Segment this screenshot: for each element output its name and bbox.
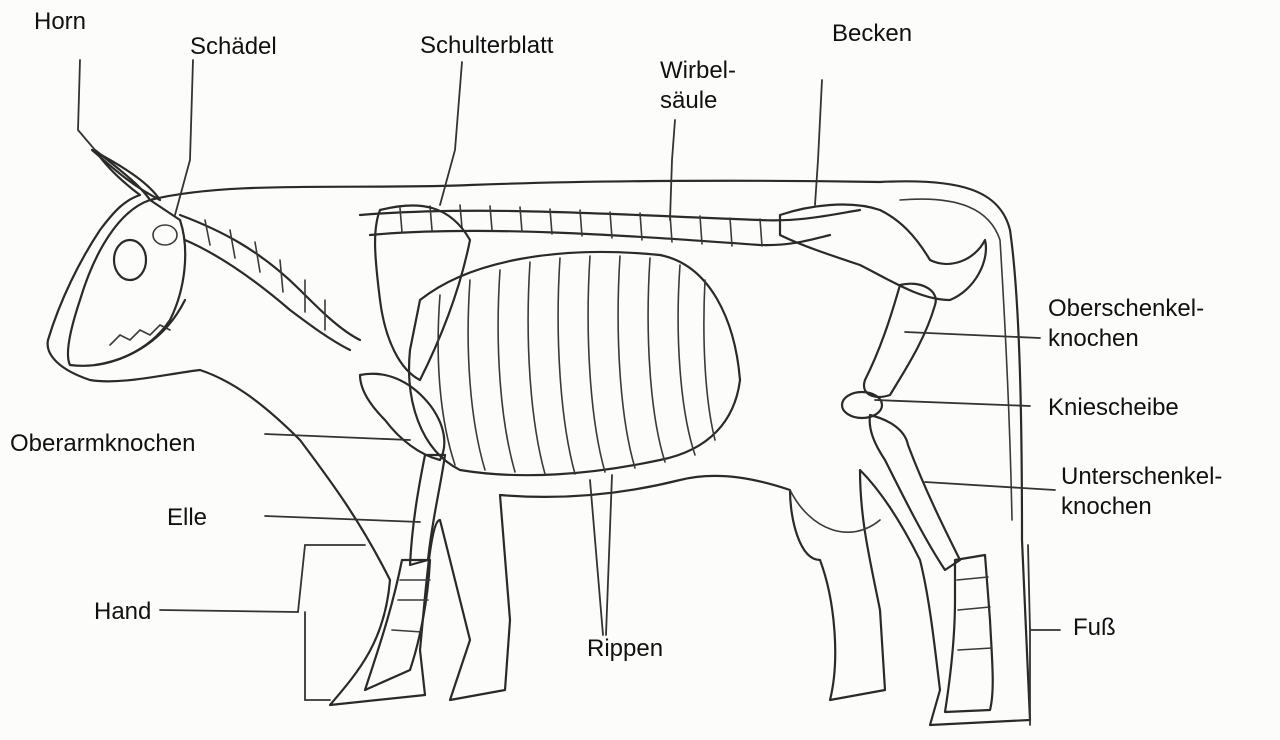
leader-lines (78, 60, 1060, 725)
label-horn: Horn (34, 8, 86, 36)
femur (864, 284, 936, 397)
label-wirbelsaeule: Wirbel- säule (660, 56, 736, 116)
label-fuss: Fuß (1073, 614, 1116, 642)
label-schulterblatt: Schulterblatt (420, 32, 553, 60)
label-unterschenkelknochen: Unterschenkel- knochen (1061, 462, 1222, 522)
ulna (410, 455, 445, 565)
skull-hole (153, 225, 177, 245)
label-elle: Elle (167, 504, 207, 532)
neck-vertebrae (180, 215, 360, 350)
label-becken: Becken (832, 20, 912, 48)
label-kniescheibe: Kniescheibe (1048, 394, 1179, 422)
udder (790, 490, 880, 532)
tail (900, 199, 1012, 520)
spine-vertebrae (360, 205, 860, 246)
jaw-line (95, 300, 185, 365)
label-oberschenkelknochen: Oberschenkel- knochen (1048, 294, 1204, 354)
eye-socket (114, 240, 146, 280)
label-schaedel: Schädel (190, 33, 277, 61)
tibia (870, 415, 960, 570)
label-hand: Hand (94, 598, 151, 626)
label-rippen: Rippen (587, 635, 663, 663)
patella (842, 392, 882, 418)
label-oberarmknochen: Oberarmknochen (10, 430, 195, 458)
jaw-teeth (110, 325, 170, 345)
